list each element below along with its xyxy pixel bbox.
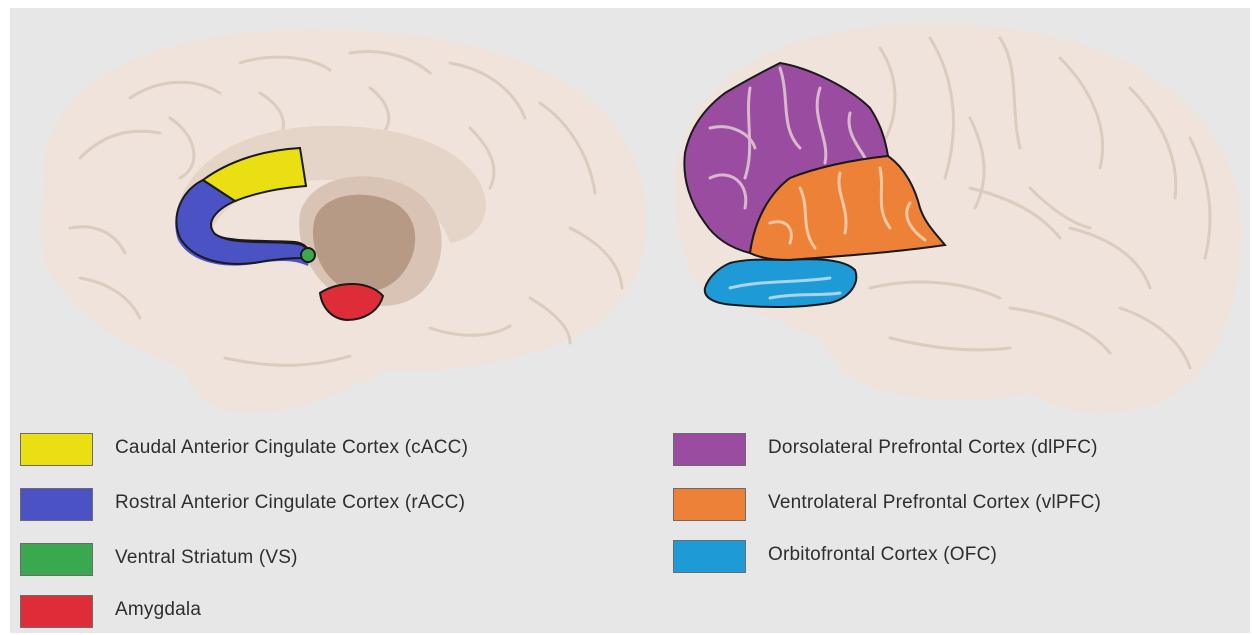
medial-brain-view bbox=[41, 30, 647, 413]
legend-swatch-vs bbox=[20, 543, 93, 576]
legend-label-dlpfc: Dorsolateral Prefrontal Cortex (dlPFC) bbox=[768, 437, 1098, 459]
legend-swatch-cacc bbox=[20, 433, 93, 466]
legend-swatch-amygdala bbox=[20, 595, 93, 628]
figure-canvas: Caudal Anterior Cingulate Cortex (cACC) … bbox=[10, 8, 1250, 633]
legend-swatch-vlpfc bbox=[673, 488, 746, 521]
legend-swatch-dlpfc bbox=[673, 433, 746, 466]
legend-swatch-racc bbox=[20, 488, 93, 521]
legend-label-ofc: Orbitofrontal Cortex (OFC) bbox=[768, 544, 997, 566]
legend-label-cacc: Caudal Anterior Cingulate Cortex (cACC) bbox=[115, 437, 468, 459]
brain-diagram bbox=[10, 8, 1250, 428]
vs-region bbox=[301, 248, 315, 262]
legend-label-vs: Ventral Striatum (VS) bbox=[115, 547, 298, 569]
legend-label-racc: Rostral Anterior Cingulate Cortex (rACC) bbox=[115, 492, 465, 514]
lateral-brain-view bbox=[675, 23, 1242, 413]
legend-swatch-ofc bbox=[673, 540, 746, 573]
legend-label-amygdala: Amygdala bbox=[115, 599, 201, 621]
legend-label-vlpfc: Ventrolateral Prefrontal Cortex (vlPFC) bbox=[768, 492, 1101, 514]
